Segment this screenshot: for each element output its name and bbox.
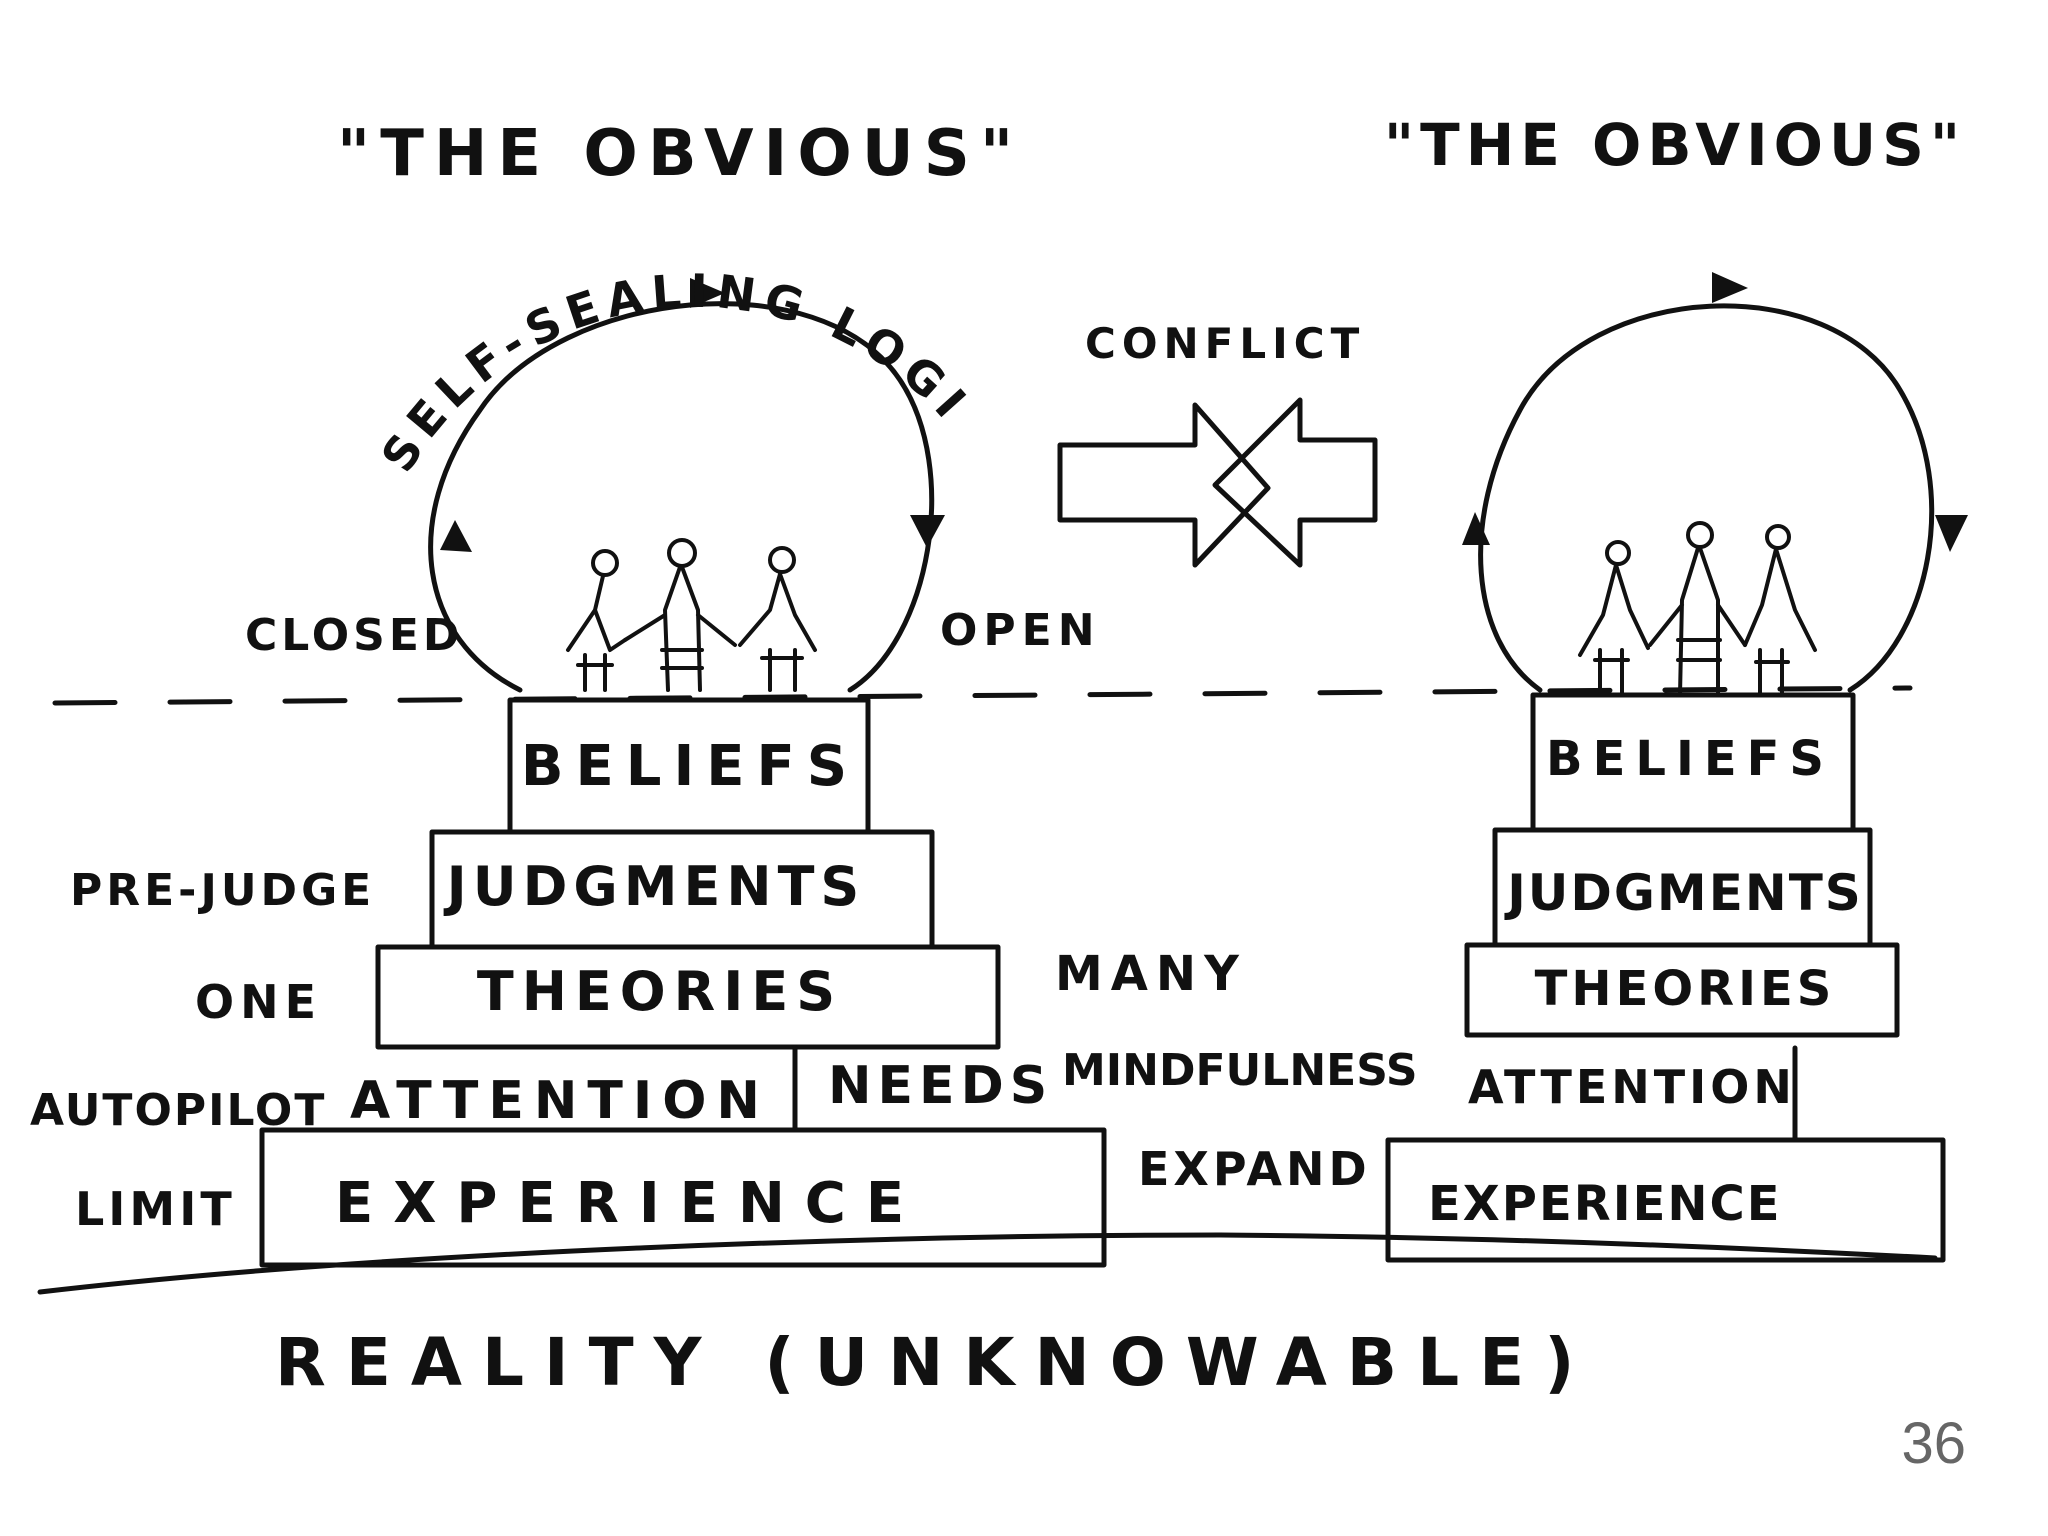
autopilot-label: AUTOPILOT [30,1085,326,1136]
left-experience-box [259,1127,1107,1268]
right-loop-arrow-up-icon [1462,512,1490,545]
right-beliefs-text: BELIEFS [1546,731,1834,787]
left-judgments-box [429,829,935,950]
prejudge-label: PRE-JUDGE [70,865,375,916]
right-attention-text: ATTENTION [1468,1060,1796,1114]
left-experience-text: EXPERIENCE [335,1171,924,1236]
left-loop-arrow-down-icon [910,515,945,548]
left-title: "THE OBVIOUS" [337,117,1023,191]
left-beliefs-box [507,697,871,835]
mindfulness-label: MINDFULNESS [1062,1045,1418,1096]
right-theories-text: THEORIES [1535,961,1836,1017]
left-people-icon [566,538,817,692]
right-loop [1462,272,1968,693]
limit-label: LIMIT [75,1182,236,1236]
left-theories-box [375,944,1001,1050]
right-title: "THE OBVIOUS" [1384,111,1966,179]
right-loop-arrow-right-icon [1712,272,1748,303]
one-label: ONE [195,975,322,1029]
right-theories-box [1464,942,1900,1038]
conflict-label: CONFLICT [1085,319,1365,368]
right-beliefs-box [1530,692,1856,833]
reality-label: REALITY (UNKNOWABLE) [275,1324,1594,1401]
right-stack: BELIEFS JUDGMENTS THEORIES ATTENTION EXP… [1385,692,1946,1263]
right-judgments-box [1492,827,1873,948]
ground-line [37,1232,1938,1295]
conflict-arrows-icon [1057,397,1378,568]
left-attention-text: ATTENTION [350,1071,770,1131]
many-label: MANY [1055,946,1247,1002]
left-loop [428,278,945,693]
right-people-icon [1578,521,1817,697]
left-loop-arrow-up-icon [440,520,472,552]
right-loop-arrow-down-icon [1935,515,1968,552]
expand-label: EXPAND [1138,1142,1371,1196]
left-theories-text: THEORIES [477,960,843,1023]
right-experience-text: EXPERIENCE [1428,1176,1782,1232]
left-loop-arrow-right-icon [690,278,725,308]
left-beliefs-text: BELIEFS [521,734,859,799]
left-needs-text: NEEDS [828,1056,1053,1116]
right-judgments-text: JUDGMENTS [1504,864,1863,922]
open-label: OPEN [940,605,1101,656]
page-number: 36 [1901,1411,1966,1476]
closed-label: CLOSED [245,610,463,661]
left-stack: BELIEFS JUDGMENTS THEORIES ATTENTION NEE… [259,697,1107,1268]
left-judgments-text: JUDGMENTS [443,855,866,918]
